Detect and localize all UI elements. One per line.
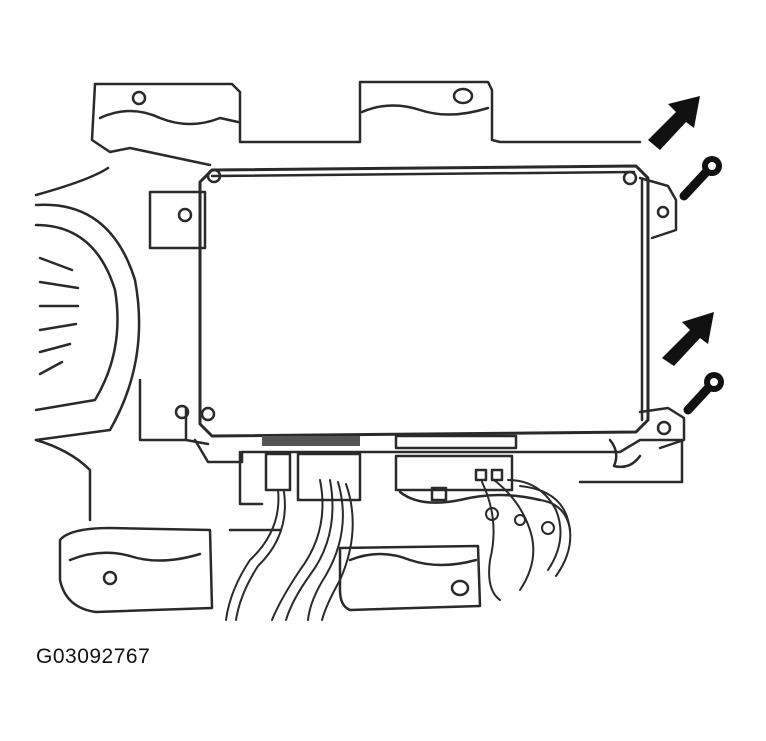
screw-hole — [656, 420, 672, 436]
bracket-hole — [452, 87, 474, 105]
connector-strip — [262, 436, 360, 446]
upper-bracket — [90, 80, 642, 167]
bracket-hole — [102, 570, 118, 586]
bracket-hole — [131, 90, 147, 106]
bracket-hole — [450, 579, 470, 597]
removal-arrow-icon — [648, 96, 700, 150]
screw-hole — [656, 205, 670, 219]
screw-icon — [683, 372, 724, 415]
wiring-harness — [225, 479, 572, 621]
screw-icon — [679, 156, 722, 201]
figure-id-caption: G03092767 — [36, 645, 151, 668]
lower-bracket — [58, 526, 482, 614]
left-panel-structure — [34, 166, 207, 522]
module-housing — [174, 164, 686, 450]
lower-connector-rail — [193, 434, 684, 506]
mount-hole — [177, 207, 193, 223]
removal-arrow-icon — [662, 312, 714, 366]
